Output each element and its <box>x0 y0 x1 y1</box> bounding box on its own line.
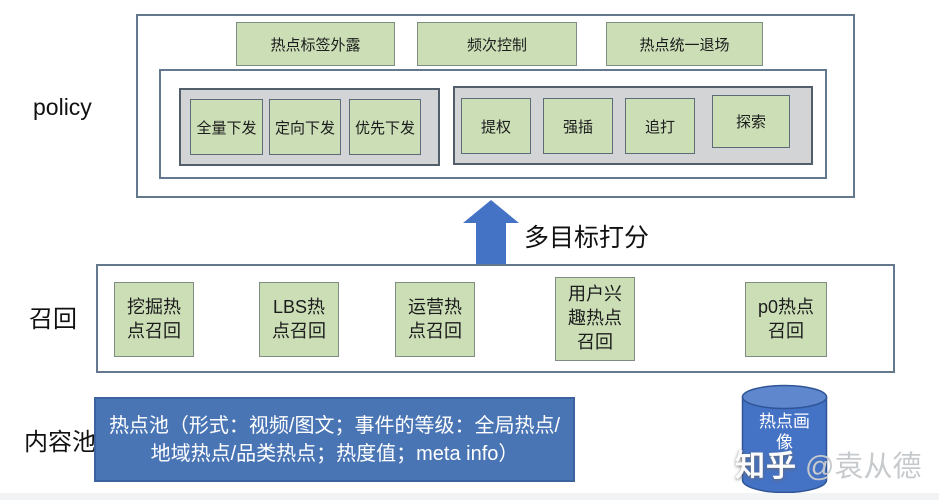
force-insert-box: 强插 <box>543 98 613 154</box>
dispatch-group-box: 全量下发 定向下发 优先下发 <box>179 88 440 166</box>
policy-inner-box: 全量下发 定向下发 优先下发 提权 强插 追打 探索 <box>159 69 827 179</box>
multi-objective-scoring-label: 多目标打分 <box>524 224 650 252</box>
user-interest-hot-recall-box: 用户兴趣热点召回 <box>555 277 635 361</box>
hot-profile-label: 热点画像 <box>759 412 810 452</box>
frequency-control-box: 频次控制 <box>417 22 577 66</box>
priority-dispatch-box: 优先下发 <box>349 99 421 155</box>
bottom-edge-strip <box>0 493 939 500</box>
recall-section-box: 挖掘热点召回 LBS热点召回 运营热点召回 用户兴趣热点召回 p0热点召回 <box>96 264 895 373</box>
watermark-author: @袁从德 <box>805 451 922 483</box>
mining-hot-recall-box: 挖掘热点召回 <box>114 282 194 357</box>
hot-pool-text: 热点池（形式：视频/图文；事件的等级：全局热点/地域热点/品类热点；热度值；me… <box>108 414 561 465</box>
boost-weight-box: 提权 <box>461 98 531 154</box>
up-arrow-icon <box>463 200 519 223</box>
mining-hot-recall-label: 挖掘热点召回 <box>127 296 181 341</box>
cylinder-shape <box>741 384 828 494</box>
lbs-hot-recall-box: LBS热点召回 <box>259 282 339 357</box>
boost-group-box: 提权 强插 追打 探索 <box>453 86 813 165</box>
up-arrow-icon-body <box>476 222 506 266</box>
database-cylinder-icon: 热点画像 <box>741 384 828 494</box>
full-dispatch-box: 全量下发 <box>190 99 263 155</box>
lbs-hot-recall-label: LBS热点召回 <box>272 296 326 341</box>
hot-tag-exposure-box: 热点标签外露 <box>236 22 395 66</box>
policy-layer-label: policy <box>33 94 92 120</box>
watermark: 知乎@袁从德 <box>735 441 921 485</box>
p0-hot-recall-box: p0热点召回 <box>745 282 827 357</box>
policy-section-box: 热点标签外露 频次控制 热点统一退场 全量下发 定向下发 优先下发 提权 强插 … <box>136 14 855 198</box>
user-interest-hot-recall-label: 用户兴趣热点召回 <box>568 284 622 352</box>
p0-hot-recall-label: p0热点召回 <box>757 296 815 341</box>
operation-hot-recall-label: 运营热点召回 <box>408 296 462 341</box>
operation-hot-recall-box: 运营热点召回 <box>395 282 475 357</box>
explore-box: 探索 <box>712 95 790 148</box>
hot-unified-exit-box: 热点统一退场 <box>606 22 763 66</box>
hot-profile-label-wrap: 热点画像 <box>741 411 828 453</box>
recall-layer-label: 召回 <box>29 306 77 333</box>
zhihu-logo-text: 知乎 <box>735 450 797 483</box>
chase-push-box: 追打 <box>625 98 695 154</box>
content-pool-layer-label: 内容池 <box>24 429 96 456</box>
hot-pool-box: 热点池（形式：视频/图文；事件的等级：全局热点/地域热点/品类热点；热度值；me… <box>94 397 575 482</box>
targeted-dispatch-box: 定向下发 <box>269 99 341 155</box>
